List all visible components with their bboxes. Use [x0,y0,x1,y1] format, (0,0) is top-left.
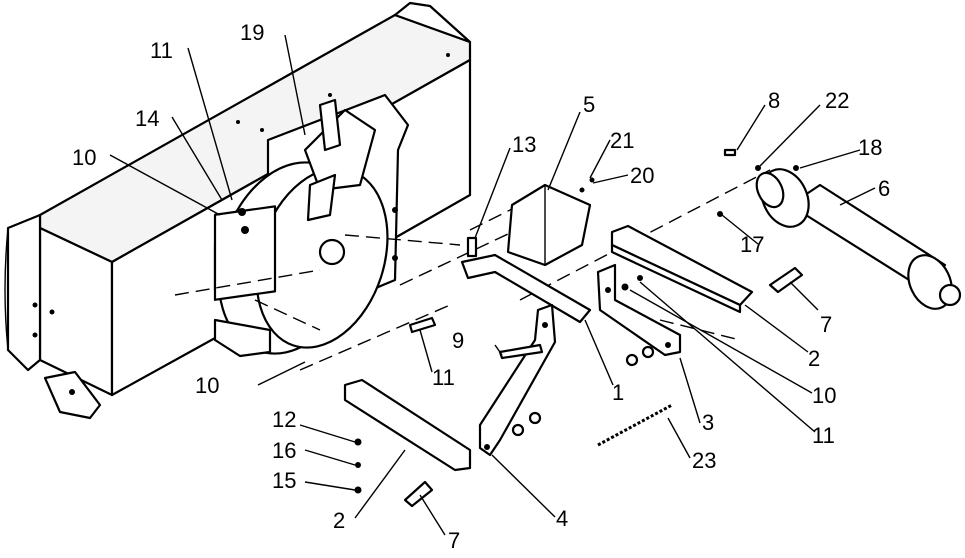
callout-9: 9 [452,328,464,353]
callout-16: 16 [272,438,296,463]
callout-12: 12 [272,407,296,432]
callout-20: 20 [630,163,654,188]
part-5-shield [506,183,592,267]
part-6-pto-shaft [755,168,962,310]
callout-19: 19 [240,20,264,45]
callout-22: 22 [825,88,849,113]
part-3-mount [596,263,682,357]
callout-10-bottom: 10 [195,373,219,398]
callout-10-right: 10 [812,383,836,408]
callout-21: 21 [610,128,634,153]
callout-2-bottom: 2 [333,508,345,533]
callout-11-mid: 11 [432,365,455,390]
callout-18: 18 [858,135,882,160]
part-1-brace [460,253,592,324]
part-2-lower-bracket [343,378,472,472]
callout-14: 14 [135,106,159,131]
callout-7-bottom: 7 [448,528,460,553]
callout-10-left: 10 [72,145,96,170]
callout-5: 5 [583,92,595,117]
callout-labels: 11 14 10 19 13 5 21 20 8 22 18 6 17 7 2 … [72,20,890,553]
part-4-strap [478,303,557,457]
callout-4: 4 [556,506,568,531]
callout-13: 13 [512,132,536,157]
callout-15: 15 [272,468,296,493]
callout-8: 8 [768,88,780,113]
hardware [354,148,804,508]
part-2-upper-bracket [610,224,754,314]
callout-7-right: 7 [820,312,832,337]
callout-6: 6 [878,176,890,201]
callout-17: 17 [740,232,764,257]
leader-lines [109,34,876,536]
callout-23: 23 [692,448,716,473]
gearbox-mount-plate [213,93,410,358]
callout-3: 3 [702,410,714,435]
callout-11-top: 11 [150,38,173,63]
callout-1: 1 [612,380,624,405]
callout-11-right: 11 [812,423,835,448]
callout-2-right: 2 [808,346,820,371]
